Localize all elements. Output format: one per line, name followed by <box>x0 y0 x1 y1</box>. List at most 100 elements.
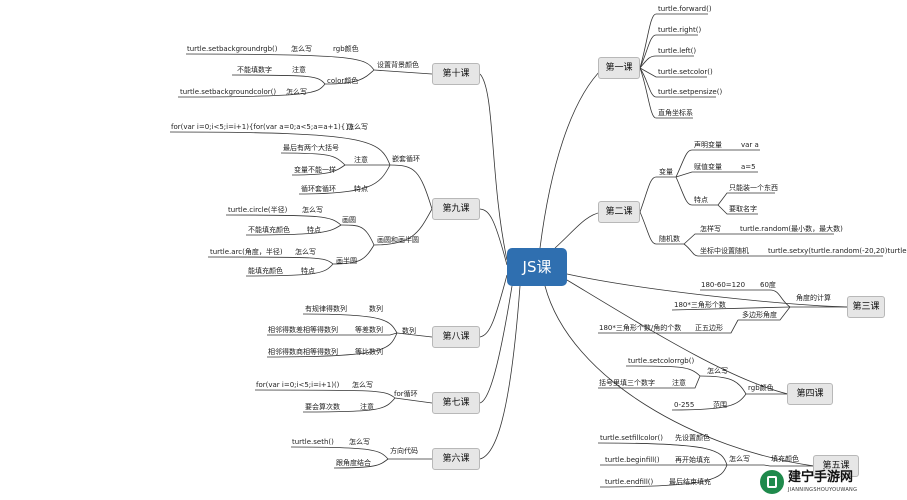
l9-circles: 画圆和画半圆 <box>377 236 419 244</box>
l9-semicircle: 画半圆 <box>336 257 357 265</box>
l9-arc: turtle.arc(角度，半径) <box>210 248 283 256</box>
l6-with-angle: 跟角度结合 <box>336 459 371 467</box>
l2-feature-1: 只能装一个东西 <box>729 184 778 192</box>
lesson-1-node[interactable]: 第一课 <box>598 57 640 79</box>
root-node[interactable]: JS课 <box>507 248 567 286</box>
l2-how-val: turtle.random(最小数，最大数) <box>740 225 843 233</box>
l9-how: 怎么写 <box>347 123 368 131</box>
l8-arithmetic-label: 等差数列 <box>355 326 383 334</box>
lesson-8-node[interactable]: 第八课 <box>432 326 480 348</box>
l9-feature-2: 特点 <box>307 226 321 234</box>
l9-feature-3: 特点 <box>301 267 315 275</box>
l3-a4: 180*三角形个数/角的个数 <box>599 324 682 332</box>
lesson-9-node[interactable]: 第九课 <box>432 198 480 220</box>
l9-two-braces: 最后有两个大括号 <box>283 144 339 152</box>
l9-feature: 特点 <box>354 185 368 193</box>
l5-fill: 填充颜色 <box>771 455 799 463</box>
l10-bgrgb: turtle.setbackgroundrgb() <box>187 45 278 53</box>
l8-pattern-label: 数列 <box>369 305 383 313</box>
l8-pattern: 有规律得数列 <box>305 305 347 313</box>
l4-how: 怎么写 <box>707 367 728 375</box>
l9-var-diff: 变量不能一样 <box>294 166 336 174</box>
l3-a1: 180-60=120 <box>701 281 746 289</box>
l9-nested-code: for(var i=0;i<5;i=i+1){for(var a=0;a<5;a… <box>171 123 355 131</box>
l3-pentagon: 正五边形 <box>695 324 723 332</box>
l8-geometric: 相邻得数商相等得数列 <box>268 348 338 356</box>
l3-a2: 60度 <box>760 281 776 289</box>
l9-circle: turtle.circle(半径) <box>228 206 288 214</box>
l6-how: 怎么写 <box>349 438 370 446</box>
l9-loop-in-loop: 循环套循环 <box>301 185 336 193</box>
l9-how-2: 怎么写 <box>302 206 323 214</box>
l3-angle: 角度的计算 <box>796 294 831 302</box>
l5-end-desc: 最后结束填充 <box>669 478 711 486</box>
l1-left: turtle.left() <box>658 47 697 55</box>
l1-setcolor: turtle.setcolor() <box>658 68 713 76</box>
lesson-4-node[interactable]: 第四课 <box>787 383 833 405</box>
l8-sequence: 数列 <box>402 327 416 335</box>
l10-bg-color: 设置背景颜色 <box>377 61 419 69</box>
connector-lines <box>169 13 883 488</box>
lesson-3-node[interactable]: 第三课 <box>847 296 885 318</box>
l3-poly: 多边形角度 <box>742 311 777 319</box>
l2-coord-val: turtle.setxy(turtle.random(-20,20)turtle <box>768 247 907 255</box>
l5-begin-desc: 再开始填充 <box>675 456 710 464</box>
lesson-5-node[interactable]: 第五课 <box>813 455 859 477</box>
l4-range-label: 范围 <box>713 401 727 409</box>
l5-beginfill: turtle.beginfill() <box>605 456 660 464</box>
l7-for: for(var i=0;i<5;i=i+1)() <box>256 381 340 389</box>
lesson-6-node[interactable]: 第六课 <box>432 448 480 470</box>
l2-declare: 声明变量 <box>694 141 722 149</box>
l10-how: 怎么写 <box>291 45 312 53</box>
l9-how-3: 怎么写 <box>295 248 316 256</box>
l2-variable: 变量 <box>659 168 673 176</box>
l5-how: 怎么写 <box>729 455 750 463</box>
l1-forward: turtle.forward() <box>658 5 712 13</box>
l10-note: 注意 <box>292 66 306 74</box>
l4-three-numbers: 括号里填三个数字 <box>599 379 655 387</box>
watermark-logo: 建宁手游网 JIANNINGSHOUYOUWANG <box>760 468 878 498</box>
l2-assign: 赋值变量 <box>694 163 722 171</box>
l2-random: 随机数 <box>659 235 680 243</box>
l2-feature-2: 要取名字 <box>729 205 757 213</box>
l7-how: 怎么写 <box>352 381 373 389</box>
lesson-7-node[interactable]: 第七课 <box>432 392 480 414</box>
l4-rgb: rgb颜色 <box>748 384 774 392</box>
l10-how-2: 怎么写 <box>286 88 307 96</box>
logo-name: 建宁手游网 <box>788 470 854 485</box>
l10-no-number: 不能填数字 <box>237 66 272 74</box>
l3-a3: 180*三角形个数 <box>674 301 726 309</box>
l9-draw-circle: 画圆 <box>342 216 356 224</box>
l10-color-color: color颜色 <box>327 77 359 85</box>
l7-count: 要会算次数 <box>305 403 340 411</box>
l4-note: 注意 <box>672 379 686 387</box>
l2-declare-val: var a <box>741 141 759 149</box>
l7-for-loop: for循环 <box>394 390 418 398</box>
l9-can-fill: 能填充颜色 <box>248 267 283 275</box>
l10-bgcolor: turtle.setbackgroundcolor() <box>180 88 277 96</box>
l2-assign-val: a=5 <box>741 163 756 171</box>
l1-right: turtle.right() <box>658 26 702 34</box>
l9-no-fill: 不能填充颜色 <box>248 226 290 234</box>
l5-set-color-first: 先设置颜色 <box>675 434 710 442</box>
l8-geometric-label: 等比数列 <box>355 348 383 356</box>
l4-range: 0-255 <box>674 401 695 409</box>
l5-endfill: turtle.endfill() <box>605 478 654 486</box>
l4-setcolorrgb: turtle.setcolorrgb() <box>628 357 695 365</box>
logo-icon <box>760 470 784 494</box>
l2-feature: 特点 <box>694 196 708 204</box>
l1-coords: 直角坐标系 <box>658 109 693 117</box>
lesson-2-node[interactable]: 第二课 <box>598 201 640 223</box>
l8-arithmetic: 相邻得数差相等得数列 <box>268 326 338 334</box>
l6-seth: turtle.seth() <box>292 438 334 446</box>
l1-setpensize: turtle.setpensize() <box>658 88 723 96</box>
l2-how: 怎样写 <box>700 225 721 233</box>
l7-note: 注意 <box>360 403 374 411</box>
l6-direction: 方向代码 <box>390 447 418 455</box>
l10-rgb: rgb颜色 <box>333 45 359 53</box>
l9-note: 注意 <box>354 156 368 164</box>
l2-coord: 坐标中设置随机 <box>700 247 749 255</box>
l9-nested-loop: 嵌套循环 <box>392 155 420 163</box>
logo-sub: JIANNINGSHOUYOUWANG <box>788 487 858 493</box>
lesson-10-node[interactable]: 第十课 <box>432 63 480 85</box>
